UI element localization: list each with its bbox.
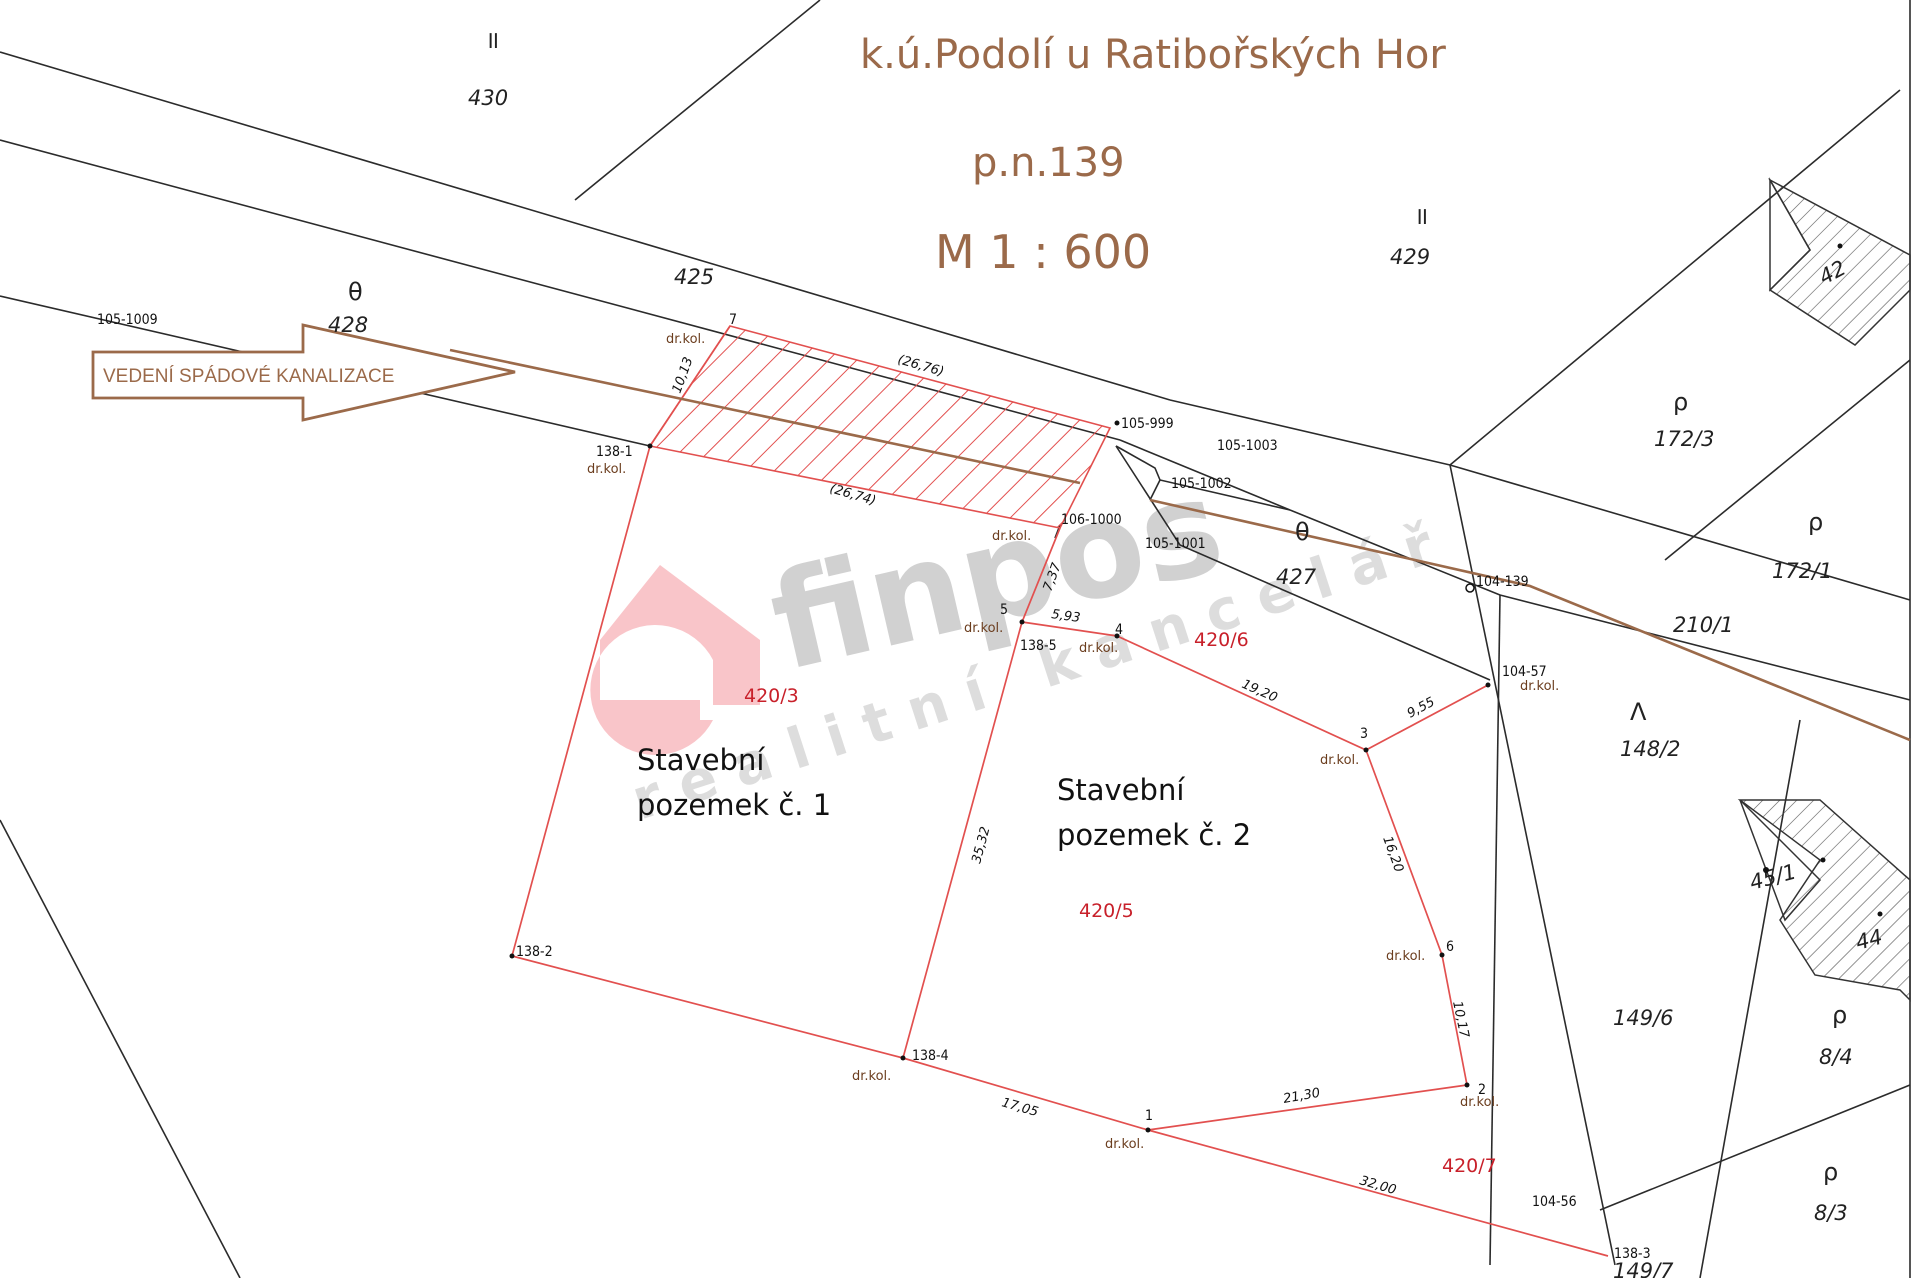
road-symbol-428: θ bbox=[348, 278, 363, 306]
grass-symbol-429: ॥ bbox=[1414, 202, 1428, 230]
point-4: 4 bbox=[1115, 622, 1123, 638]
parcel-420-6: 420/6 bbox=[1194, 629, 1249, 651]
dim-32-00: 32,00 bbox=[1358, 1173, 1398, 1198]
point-138-2: 138-2 bbox=[516, 944, 553, 960]
lot1-label-line1: Stavební bbox=[637, 743, 765, 777]
parcel-numbers: 430 429 425 428 427 4 2 172/3 172/1 210/1… bbox=[328, 86, 1885, 1278]
marker-drkol-104-57: dr.kol. bbox=[1520, 679, 1559, 694]
point-106-1000: 106-1000 bbox=[1061, 512, 1122, 528]
point-138-3: 138-3 bbox=[1614, 1246, 1651, 1262]
point-105-1003: 105-1003 bbox=[1217, 438, 1278, 454]
parcel-428: 428 bbox=[328, 313, 368, 337]
land-use-symbols: ॥ ॥ θ θ ρ ρ Λ ρ ρ bbox=[348, 26, 1847, 1186]
parcel-430: 430 bbox=[468, 86, 508, 110]
hatched-strip bbox=[648, 325, 1112, 529]
parcel-148-2: 148/2 bbox=[1620, 737, 1681, 761]
parcel-number-title: p.n.139 bbox=[972, 140, 1125, 186]
scale-title: M 1 : 600 bbox=[935, 225, 1151, 279]
point-3: 3 bbox=[1360, 726, 1368, 742]
lot2-label-line1: Stavební bbox=[1057, 773, 1185, 807]
dim-17-05: 17,05 bbox=[1000, 1095, 1040, 1120]
point-1: 1 bbox=[1145, 1108, 1153, 1124]
point-104-139: 104-139 bbox=[1476, 574, 1529, 590]
lot2-label-line2: pozemek č. 2 bbox=[1057, 818, 1251, 852]
forest-symbol-148-2: Λ bbox=[1630, 698, 1647, 726]
lot1-label-line2: pozemek č. 1 bbox=[637, 788, 831, 822]
cadastral-area-title: k.ú.Podolí u Ratibořských Hor bbox=[860, 32, 1446, 78]
parcel-427: 427 bbox=[1276, 565, 1317, 589]
point-104-57: 104-57 bbox=[1502, 664, 1547, 680]
parcel-425: 425 bbox=[674, 265, 714, 289]
marker-drkol-7: dr.kol. bbox=[666, 332, 705, 347]
parcel-8-3: 8/3 bbox=[1814, 1201, 1848, 1225]
parcel-149-7: 149/7 bbox=[1613, 1259, 1674, 1278]
point-7: 7 bbox=[729, 312, 737, 328]
point-105-1009: 105-1009 bbox=[97, 312, 158, 328]
dim-10-17: 10,17 bbox=[1449, 1000, 1472, 1040]
point-138-5: 138-5 bbox=[1020, 638, 1057, 654]
point-138-1: 138-1 bbox=[596, 444, 633, 460]
parcel-420-5: 420/5 bbox=[1079, 900, 1134, 922]
marker-drkol-106-1000: dr.kol. bbox=[992, 529, 1031, 544]
dim-5-93: 5,93 bbox=[1050, 607, 1081, 626]
point-105-999: 105-999 bbox=[1121, 416, 1174, 432]
parcel-210-1: 210/1 bbox=[1673, 613, 1734, 637]
point-104-56: 104-56 bbox=[1532, 1194, 1577, 1210]
marker-drkol-5: dr.kol. bbox=[964, 621, 1003, 636]
parcel-8-4: 8/4 bbox=[1819, 1045, 1853, 1069]
parcel-429: 429 bbox=[1390, 245, 1430, 269]
sewer-label: VEDENÍ SPÁDOVÉ KANALIZACE bbox=[103, 366, 394, 387]
marker-drkol-3: dr.kol. bbox=[1320, 753, 1359, 768]
point-labels: 105-1009 105-999 105-1003 105-1002 106-1… bbox=[97, 312, 1651, 1262]
dim-21-30: 21,30 bbox=[1282, 1086, 1321, 1107]
garden-symbol-172-3: ρ bbox=[1673, 388, 1688, 416]
dim-35-32: 35,32 bbox=[969, 825, 993, 865]
point-5: 5 bbox=[1000, 602, 1008, 618]
point-105-1002: 105-1002 bbox=[1171, 476, 1232, 492]
parcel-172-1: 172/1 bbox=[1772, 559, 1833, 583]
map-header: k.ú.Podolí u Ratibořských Hor p.n.139 M … bbox=[860, 32, 1446, 279]
dim-16-20: 16,20 bbox=[1379, 834, 1406, 874]
parcel-149-6: 149/6 bbox=[1613, 1006, 1674, 1030]
marker-drkol-2: dr.kol. bbox=[1460, 1095, 1499, 1110]
garden-symbol-8-4: ρ bbox=[1832, 1001, 1847, 1029]
boundary-markers: dr.kol. dr.kol. dr.kol. dr.kol. dr.kol. … bbox=[587, 332, 1559, 1152]
marker-drkol-6: dr.kol. bbox=[1386, 949, 1425, 964]
garden-symbol-172-1: ρ bbox=[1808, 508, 1823, 536]
sewer-callout[interactable]: VEDENÍ SPÁDOVÉ KANALIZACE bbox=[91, 323, 516, 422]
plot-parcel-numbers: 420/3 420/5 420/6 420/7 bbox=[744, 629, 1497, 1177]
road-symbol-427: θ bbox=[1295, 518, 1310, 546]
sewer-line-east bbox=[1149, 498, 1911, 742]
parcel-45-1: 45/1 bbox=[1747, 859, 1799, 894]
parcel-172-3: 172/3 bbox=[1654, 427, 1715, 451]
point-138-4: 138-4 bbox=[912, 1048, 949, 1064]
marker-drkol-1: dr.kol. bbox=[1105, 1137, 1144, 1152]
point-105-1001: 105-1001 bbox=[1145, 536, 1206, 552]
garden-symbol-8-3: ρ bbox=[1823, 1158, 1838, 1186]
dim-9-55: 9,55 bbox=[1405, 695, 1438, 722]
grass-symbol-430: ॥ bbox=[485, 26, 499, 54]
marker-drkol-138-1: dr.kol. bbox=[587, 462, 626, 477]
parcel-420-7: 420/7 bbox=[1442, 1155, 1497, 1177]
point-2: 2 bbox=[1478, 1082, 1486, 1098]
sewer-line bbox=[449, 348, 1081, 485]
building-lot-labels: Stavební pozemek č. 1 Stavební pozemek č… bbox=[637, 743, 1251, 852]
point-6: 6 bbox=[1446, 939, 1454, 955]
marker-drkol-138-4: dr.kol. bbox=[852, 1069, 891, 1084]
parcel-420-3: 420/3 bbox=[744, 685, 799, 707]
marker-drkol-4: dr.kol. bbox=[1079, 641, 1118, 656]
survey-point-dots bbox=[509, 243, 1883, 1133]
